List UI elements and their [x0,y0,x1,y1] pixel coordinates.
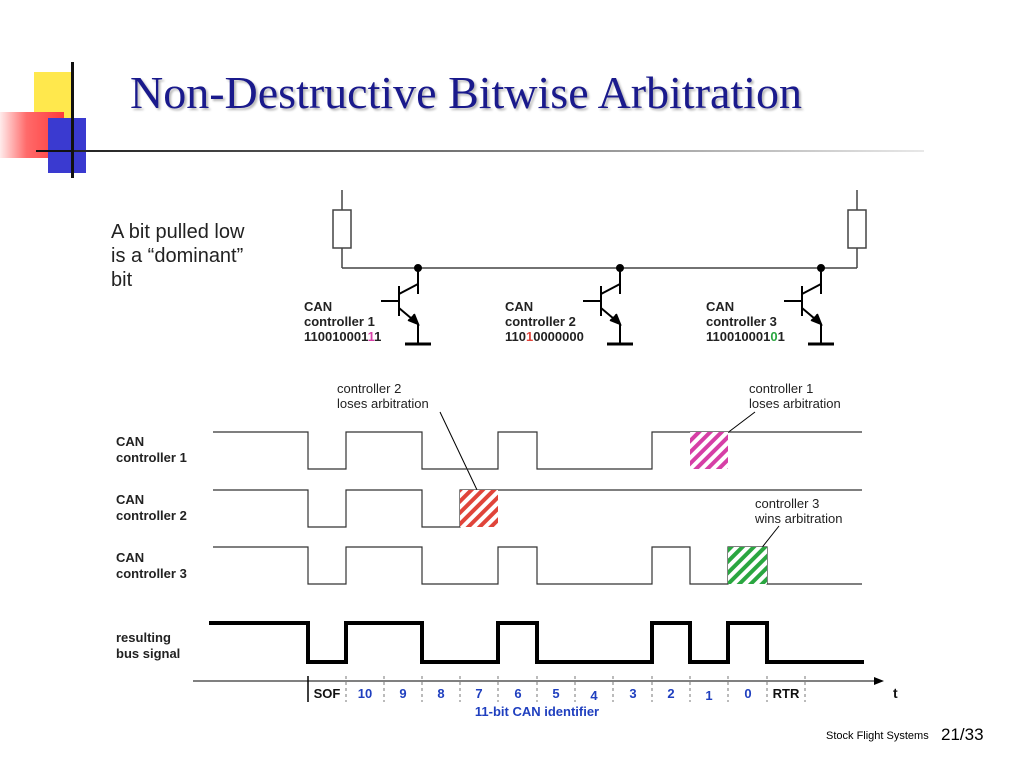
callout-c3-wins-line1: controller 3 [755,496,819,511]
waveform-bus-signal [209,621,864,664]
row-label-c1-line1: CAN [116,434,144,449]
controller-1-label-line1: CAN [304,299,332,314]
intro-line-3: bit [111,269,133,291]
row-label-bus-line2: bus signal [116,646,180,661]
footer-company: Stock Flight Systems [826,730,929,742]
bit-label-4: 4 [590,688,598,703]
controller-3-id: 11001000101 [706,329,785,344]
controller-2-id-highlight: 1 [526,329,533,344]
waveform-controller-1 [213,431,862,470]
axis-label-t: t [893,685,898,701]
controller-2-label-line1: CAN [505,299,533,314]
callout-c3-pointer [759,525,780,551]
bit-label-6: 6 [514,686,521,701]
hatch-controller-2-loses [460,490,498,527]
row-label-c3-line1: CAN [116,550,144,565]
page-number: 21/33 [941,725,984,744]
transistor-1 [381,264,431,346]
row-label-c1-line2: controller 1 [116,450,187,465]
bit-label-10: 10 [358,686,372,701]
transistor-3 [784,264,834,346]
intro-line-1: A bit pulled low [111,221,245,243]
bit-label-rtr: RTR [773,686,800,701]
bit-dividers [307,676,806,702]
controller-2-id: 11010000000 [505,329,584,344]
row-label-bus-line1: resulting [116,630,171,645]
controller-3-label-line1: CAN [706,299,734,314]
hatch-controller-1-loses [690,432,728,469]
bus-circuit [332,190,867,269]
bit-label-8: 8 [437,686,444,701]
callout-c3-wins-line2: wins arbitration [754,511,842,526]
row-label-c3-line2: controller 3 [116,566,187,581]
intro-line-2: is a “dominant” [111,245,243,267]
identifier-caption: 11-bit CAN identifier [475,704,599,719]
callout-c1-pointer [725,411,756,435]
row-label-c2-line2: controller 2 [116,508,187,523]
controller-1-id-highlight: 1 [368,329,375,344]
controller-3-label-line2: controller 3 [706,314,777,329]
title-underline [74,150,924,152]
hatch-controller-3-wins [728,547,767,584]
page-title: Non-Destructive Bitwise Arbitration [130,67,802,118]
controller-2-label-line2: controller 2 [505,314,576,329]
corner-decoration [0,0,130,190]
callout-c2-loses-line1: controller 2 [337,381,401,396]
arbitration-diagram: A bit pulled low is a “dominant” bit [105,186,905,722]
bit-label-2: 2 [667,686,674,701]
callout-c1-loses-line2: loses arbitration [749,396,841,411]
controller-1-id: 11001000111 [304,329,381,344]
callout-c2-pointer [439,411,479,493]
diagram-svg: A bit pulled low is a “dominant” bit [111,190,898,719]
bit-label-3: 3 [629,686,636,701]
bit-label-sof: SOF [314,686,341,701]
callout-c1-loses-line1: controller 1 [749,381,813,396]
row-label-c2-line1: CAN [116,492,144,507]
bit-label-1: 1 [705,688,712,703]
bit-label-9: 9 [399,686,406,701]
controller-3-id-highlight: 0 [770,329,777,344]
bit-label-7: 7 [475,686,482,701]
bit-label-5: 5 [552,686,559,701]
controller-1-label-line2: controller 1 [304,314,375,329]
transistor-2 [583,264,633,346]
callout-c2-loses-line2: loses arbitration [337,396,429,411]
bit-label-0: 0 [744,686,751,701]
